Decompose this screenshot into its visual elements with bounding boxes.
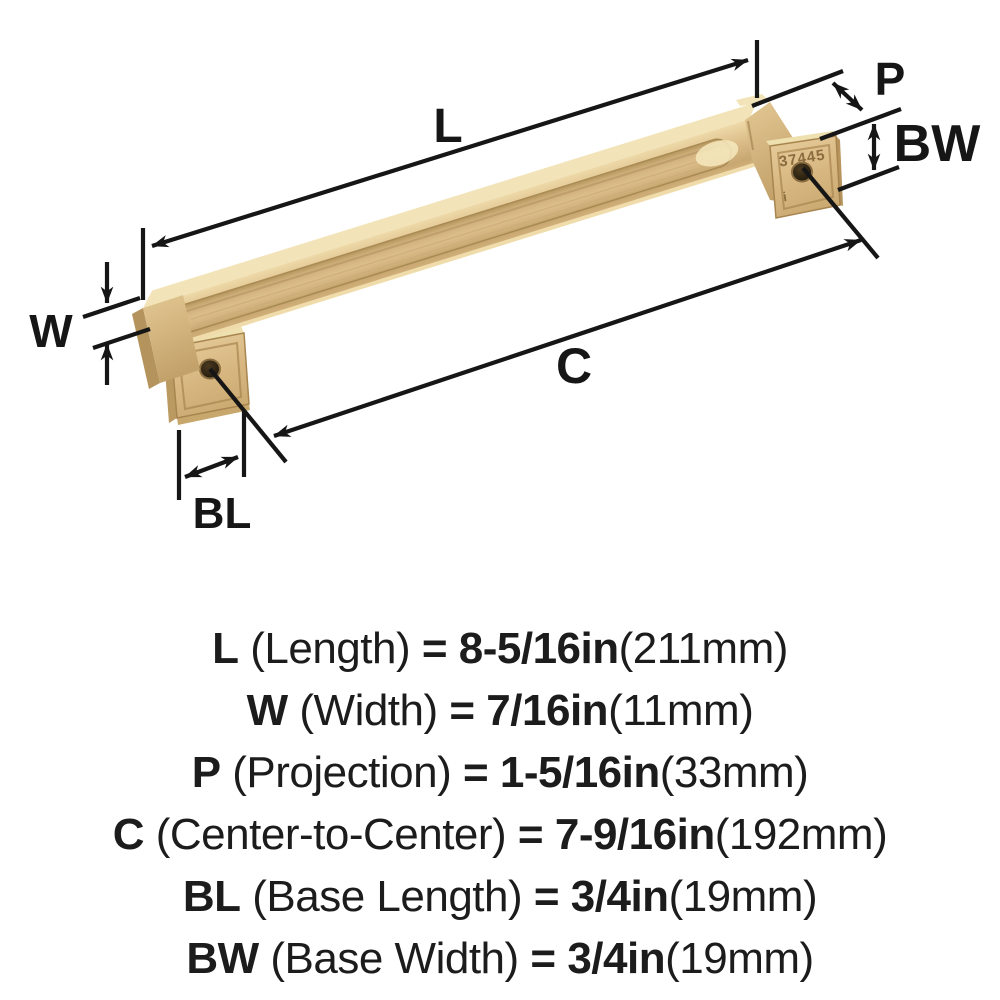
BW-tick-bottom xyxy=(837,165,900,192)
spec-value: = 3/4in xyxy=(530,934,666,983)
spec-value: = 1-5/16in xyxy=(462,748,660,797)
spec-term: (Length) xyxy=(238,624,422,673)
spec-metric: (33mm) xyxy=(659,748,809,797)
label-C: C xyxy=(556,338,592,394)
spec-code: BL xyxy=(182,872,241,921)
label-W: W xyxy=(29,305,73,357)
spec-value: = 8-5/16in xyxy=(421,624,619,673)
spec-line-base-width: BW (Base Width) = 3/4in(19mm) xyxy=(0,928,1000,990)
C-dimension-line xyxy=(273,238,862,438)
BL-dimension-arrow xyxy=(184,455,239,479)
P-tick-top xyxy=(751,69,844,108)
channel-shadow-line xyxy=(184,144,719,313)
P-dimension-arrow xyxy=(831,81,864,112)
left-base-bottom-bevel xyxy=(177,404,250,425)
spec-code: W xyxy=(246,686,289,735)
dimension-W xyxy=(82,262,151,385)
dimension-BW xyxy=(837,123,900,192)
label-P: P xyxy=(875,53,906,105)
right-corner-crease xyxy=(747,120,754,151)
right-base-plate: 37445 i xyxy=(766,131,843,219)
handle-diagram: 37445 i xyxy=(29,40,982,538)
left-post-face xyxy=(143,295,200,383)
P-BW-shared-tick xyxy=(819,107,902,141)
left-post-side-face xyxy=(132,308,160,389)
right-screw-hole xyxy=(791,161,813,183)
spec-metric: (192mm) xyxy=(714,810,888,859)
spec-metric: (19mm) xyxy=(665,934,814,983)
dimension-BL xyxy=(176,410,247,500)
C-leader-right xyxy=(801,166,880,260)
bar-recessed-channel xyxy=(169,138,732,335)
dimension-C xyxy=(208,166,880,464)
label-BW: BW xyxy=(894,115,982,173)
spec-line-length: L (Length) = 8-5/16in(211mm) xyxy=(0,618,1000,680)
spec-value: = 7/16in xyxy=(449,686,609,735)
spec-line-center-to-center: C (Center-to-Center) = 7-9/16in(192mm) xyxy=(0,804,1000,866)
right-base-top-bevel xyxy=(766,131,836,146)
spec-line-base-length: BL (Base Length) = 3/4in(19mm) xyxy=(0,866,1000,928)
spec-code: P xyxy=(191,748,221,797)
L-dimension-line xyxy=(151,57,749,249)
left-base-inner-border xyxy=(177,341,243,411)
channel-brush-line-2 xyxy=(195,161,718,326)
left-post xyxy=(132,293,200,389)
bar-bottom-lip xyxy=(155,160,764,353)
spec-metric: (211mm) xyxy=(618,624,789,673)
spec-code: BW xyxy=(186,934,259,983)
right-base-inner-border xyxy=(776,143,835,211)
C-leader-left xyxy=(208,367,288,464)
label-L: L xyxy=(433,100,462,153)
spec-value: = 3/4in xyxy=(533,872,669,921)
label-BL: BL xyxy=(193,489,252,538)
spec-line-width: W (Width) = 7/16in(11mm) xyxy=(0,680,1000,742)
W-tick-top xyxy=(82,296,141,319)
dimension-L xyxy=(140,40,760,300)
engraved-base-mark: i xyxy=(782,189,789,205)
spec-term: (Base Length) xyxy=(240,872,534,921)
spec-term: (Width) xyxy=(287,686,450,735)
spec-code: C xyxy=(112,810,145,859)
pull-handle: 37445 i xyxy=(132,94,843,425)
spec-term: (Center-to-Center) xyxy=(144,810,518,859)
spec-code: L xyxy=(212,624,239,673)
spec-value: = 7-9/16in xyxy=(517,810,715,859)
dimension-P xyxy=(751,69,902,141)
dimension-lines xyxy=(82,40,902,500)
spec-term: (Base Width) xyxy=(258,934,531,983)
spec-line-projection: P (Projection) = 1-5/16in(33mm) xyxy=(0,742,1000,804)
spec-term: (Projection) xyxy=(220,748,463,797)
spec-metric: (11mm) xyxy=(608,686,754,735)
spec-metric: (19mm) xyxy=(668,872,818,921)
spec-list: L (Length) = 8-5/16in(211mm) W (Width) =… xyxy=(0,618,1000,990)
channel-brush-line xyxy=(190,154,719,321)
